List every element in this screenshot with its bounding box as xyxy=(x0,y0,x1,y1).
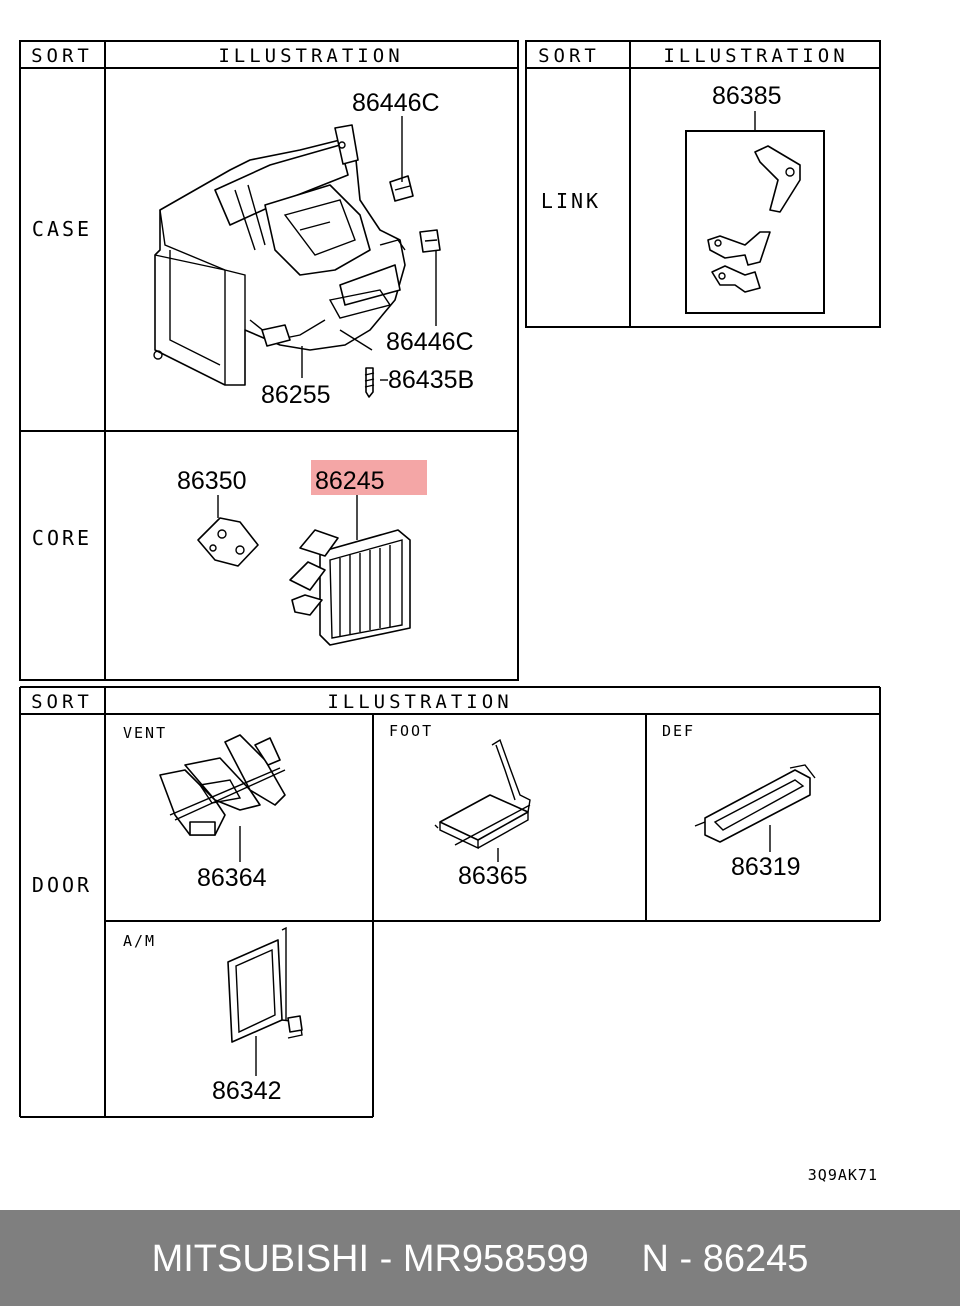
diagram-code: 3Q9AK71 xyxy=(808,1166,878,1184)
part-number-86446c-upper: 86446C xyxy=(352,89,440,117)
vent-door-illustration: 86364 xyxy=(159,734,286,892)
part-number-86385: 86385 xyxy=(712,82,782,110)
part-number-86364: 86364 xyxy=(197,864,267,892)
foot-door-illustration: 86365 xyxy=(434,738,531,890)
part-number-86342: 86342 xyxy=(212,1077,282,1105)
sort-header-door-table: SORT xyxy=(31,691,93,713)
sub-label-foot: FOOT xyxy=(389,722,433,740)
core-illustration: 86350 86245 xyxy=(177,460,427,646)
sort-label-link: LINK xyxy=(541,189,601,213)
illustration-header: ILLUSTRATION xyxy=(218,45,403,67)
part-number-86435b: 86435B xyxy=(388,366,474,394)
table-door: SORT ILLUSTRATION DOOR VENT FOOT DEF A/M xyxy=(19,686,881,1118)
sort-header-link-table: SORT xyxy=(538,45,600,67)
def-door-illustration: 86319 xyxy=(694,764,816,881)
table-case-core: SORT ILLUSTRATION CASE CORE xyxy=(19,40,519,681)
part-number-86255: 86255 xyxy=(261,381,331,409)
sub-label-vent: VENT xyxy=(123,724,167,742)
illustration-header-link-table: ILLUSTRATION xyxy=(663,45,848,67)
sort-label-core: CORE xyxy=(32,526,92,550)
parts-diagram: SORT ILLUSTRATION CASE CORE xyxy=(19,40,881,1184)
table-link: SORT ILLUSTRATION LINK xyxy=(525,40,881,328)
footer-bar xyxy=(0,1210,960,1306)
part-number-86350: 86350 xyxy=(177,467,247,495)
part-number-86365: 86365 xyxy=(458,862,528,890)
sort-label-door: DOOR xyxy=(32,873,92,897)
case-illustration: 86446C 86446C 86435B 86255 xyxy=(153,89,474,409)
sub-label-def: DEF xyxy=(662,722,695,740)
sort-label-case: CASE xyxy=(32,217,92,241)
sub-label-am: A/M xyxy=(123,932,156,950)
part-number-86245: 86245 xyxy=(315,467,385,495)
part-number-86446c-lower: 86446C xyxy=(386,328,474,356)
highlight-box xyxy=(311,460,427,495)
sort-header: SORT xyxy=(31,45,93,67)
illustration-header-door-table: ILLUSTRATION xyxy=(327,691,512,713)
part-number-86319: 86319 xyxy=(731,853,801,881)
footer-caption: MITSUBISHI - MR958599 N - 86245 xyxy=(151,1238,809,1280)
am-door-illustration: 86342 xyxy=(212,926,303,1105)
link-illustration: 86385 xyxy=(685,82,825,314)
